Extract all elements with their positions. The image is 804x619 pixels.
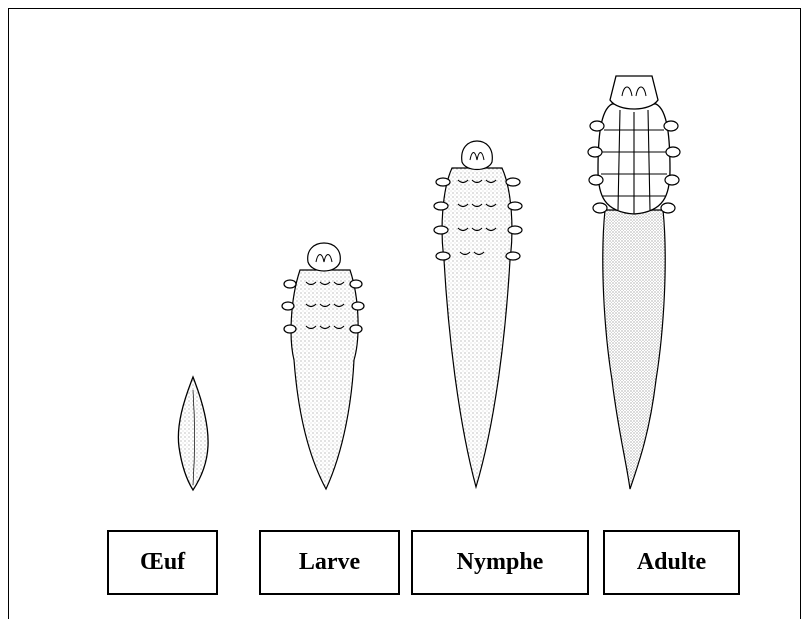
stage-label-text: Adulte [637,549,706,576]
stage-label-text: Nymphe [457,549,544,576]
stage-label-larva: Larve [259,530,400,595]
stage-label-nymph: Nymphe [411,530,589,595]
nymph-drawing [434,141,522,487]
adult-drawing [588,76,680,489]
stage-label-adult: Adulte [603,530,740,595]
egg-drawing [178,377,208,490]
stage-label-text: Œuf [140,549,185,576]
stage-label-egg: Œuf [107,530,218,595]
larva-drawing [282,243,364,489]
stage-label-text: Larve [299,549,360,576]
